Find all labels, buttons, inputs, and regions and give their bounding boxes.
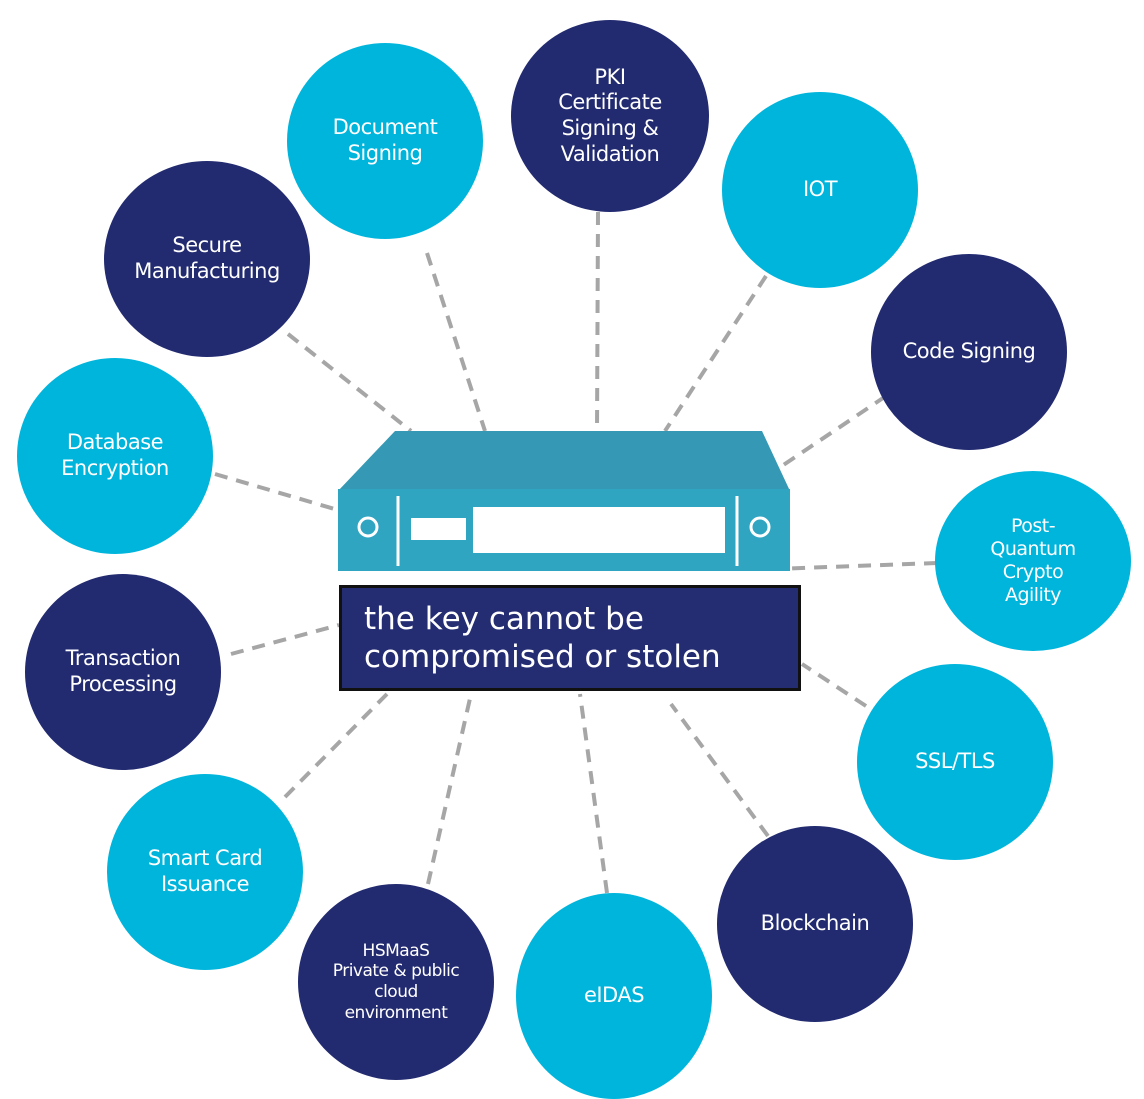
hsm-display-large [473,507,725,553]
node-label: PKI Certificate Signing & Validation [558,64,662,166]
node-label: Post- Quantum Crypto Agility [990,514,1076,607]
connector-hsmaas [426,693,473,885]
connector-eidas [578,693,609,894]
node-label: Code Signing [902,339,1036,364]
hsm-right-knob-icon [749,516,771,538]
node-post-quantum: Post- Quantum Crypto Agility [935,471,1131,651]
node-label: IOT [802,177,838,202]
node-code-signing: Code Signing [871,254,1067,450]
node-label: Smart Card Issuance [147,846,263,896]
connector-pki [595,211,600,433]
node-label: Secure Manufacturing [134,233,280,283]
connector-post-quantum [773,561,938,571]
node-pki: PKI Certificate Signing & Validation [511,20,709,212]
connector-iot [663,274,768,433]
node-iot: IOT [722,92,918,288]
node-label: Blockchain [760,911,870,936]
node-hsmaas: HSMaaS Private & public cloud environmen… [298,884,494,1080]
node-label: SSL/TLS [915,749,995,774]
node-transaction: Transaction Processing [25,574,221,770]
connector-ssl-tls [800,662,868,708]
node-label: Database Encryption [61,430,169,480]
node-secure-manufacturing: Secure Manufacturing [104,161,310,357]
node-ssl-tls: SSL/TLS [857,664,1053,860]
node-blockchain: Blockchain [717,826,913,1022]
node-label: Transaction Processing [65,646,181,696]
connector-transaction [230,623,340,656]
node-label: HSMaaS Private & public cloud environmen… [332,940,460,1023]
hsm-left-knob-icon [357,516,379,538]
connector-document-signing [425,252,487,432]
node-document-signing: Document Signing [287,43,483,239]
connector-code-signing [765,394,888,478]
node-label: Document Signing [332,115,438,165]
node-database-encryption: Database Encryption [17,358,213,554]
connector-secure-manufacturing [286,332,413,433]
connector-blockchain [669,702,770,838]
node-label: eIDAS [583,983,645,1008]
node-eidas: eIDAS [516,893,712,1099]
hsm-appliance-top [338,431,790,491]
node-smart-card: Smart Card Issuance [107,774,303,970]
hsm-display-small [411,518,466,540]
center-caption: the key cannot be compromised or stolen [339,585,801,691]
connector-smart-card [283,692,389,799]
